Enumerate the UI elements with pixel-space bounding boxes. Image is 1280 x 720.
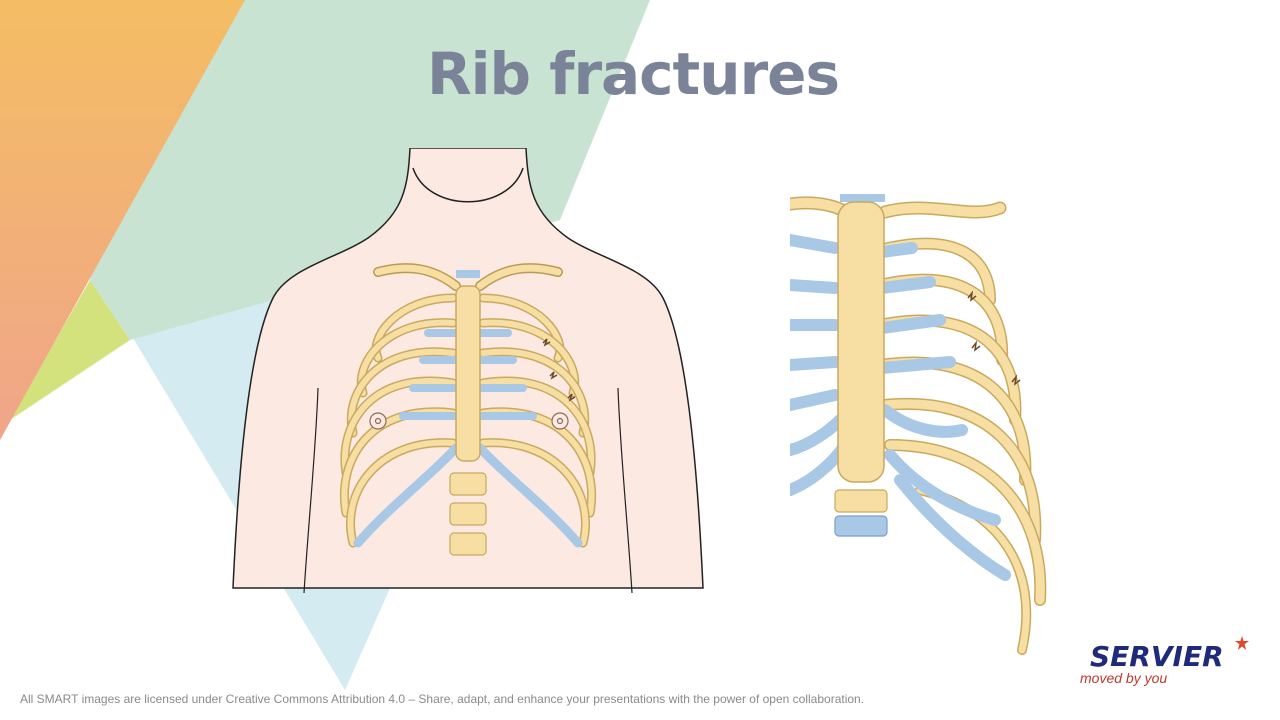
- right-arm-line: [617, 387, 633, 594]
- left-arm-line: [303, 387, 319, 594]
- license-footer: All SMART images are licensed under Crea…: [20, 692, 865, 706]
- lumbar-vertebrae: [449, 472, 487, 556]
- side-fracture-marks: [967, 290, 1021, 386]
- bg-green-band: [90, 0, 650, 340]
- logo-wordmark: SERVIER: [1090, 640, 1224, 673]
- side-ribs: [874, 237, 1047, 655]
- rib-cage-oblique-illustration: [790, 194, 1047, 655]
- side-manubrium: [840, 194, 885, 202]
- side-costal-cartilages: [876, 242, 1011, 581]
- left-clavicle-fill: [374, 264, 460, 290]
- neck-line: [412, 167, 524, 203]
- sternum: [455, 285, 481, 462]
- side-vertebra: [834, 489, 888, 513]
- side-sternum: [837, 201, 885, 483]
- side-left-rib-stubs: [790, 234, 851, 496]
- manubrium-notch: [456, 270, 480, 278]
- servier-logo: SERVIER moved by you: [1080, 636, 1250, 690]
- nipples: [369, 412, 569, 430]
- rib-cage-torso-illustration: [232, 148, 704, 594]
- costal-cartilages: [353, 329, 583, 548]
- slide-title: Rib fractures: [426, 40, 840, 108]
- right-clavicle-fill: [476, 264, 562, 290]
- star-icon: [1235, 636, 1249, 650]
- logo-tagline: moved by you: [1080, 670, 1168, 686]
- bg-lime-triangle: [10, 280, 130, 420]
- fracture-marks: [542, 338, 576, 402]
- bg-orange-triangle: [0, 0, 245, 440]
